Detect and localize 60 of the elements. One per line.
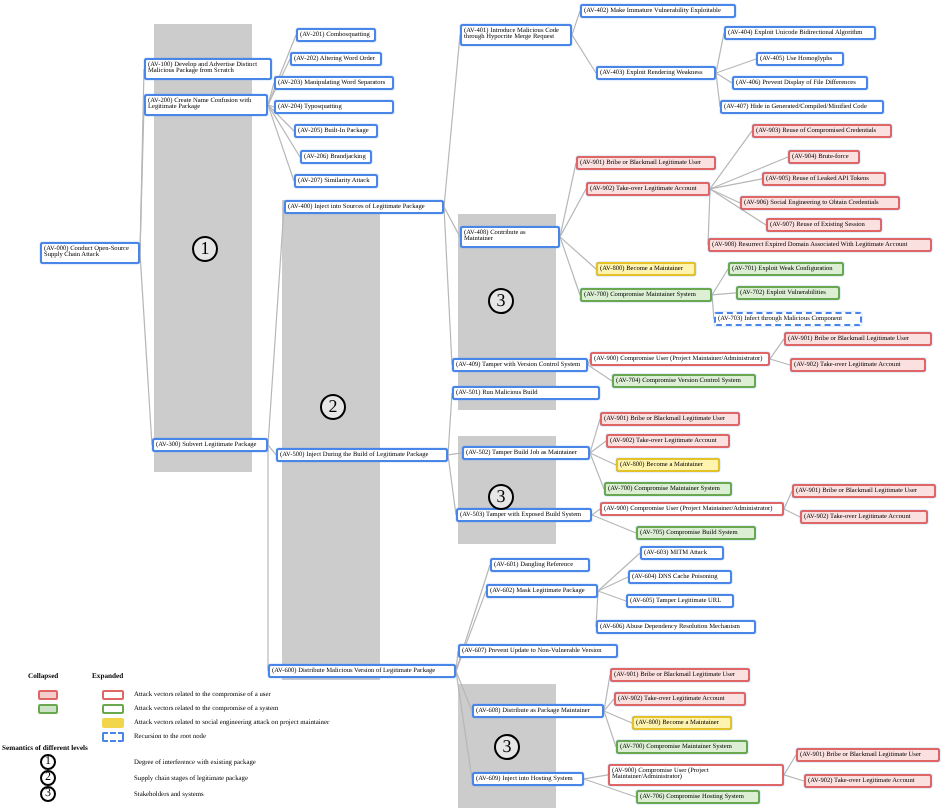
- connector-line: [559, 236, 581, 296]
- connector-line: [571, 34, 597, 74]
- connector-line: [709, 188, 741, 204]
- connector-line: [559, 162, 577, 238]
- connector-line: [267, 206, 285, 446]
- connector-line: [603, 674, 611, 712]
- connector-line: [591, 508, 601, 516]
- connector-line: [589, 440, 607, 454]
- connector-line: [603, 710, 617, 748]
- connector-line: [267, 444, 277, 456]
- connector-line: [603, 710, 633, 724]
- connector-line: [447, 452, 463, 456]
- connector-line: [583, 774, 609, 780]
- connector-line: [709, 156, 789, 190]
- connector-line: [769, 338, 785, 360]
- connector-line: [707, 188, 711, 246]
- connector-line: [715, 72, 721, 108]
- connector-line: [267, 104, 275, 108]
- connector-line: [715, 32, 725, 74]
- connector-line: [267, 82, 275, 106]
- connector-line: [443, 206, 461, 238]
- connector-line: [709, 130, 753, 190]
- connector-line: [709, 188, 767, 226]
- connector-line: [267, 104, 295, 182]
- connector-line: [587, 358, 591, 366]
- connector-line: [267, 104, 295, 132]
- connector-line: [783, 508, 801, 518]
- connector-line: [559, 236, 597, 270]
- connector-line: [715, 58, 757, 74]
- connector-line: [715, 72, 733, 84]
- connector-line: [267, 444, 269, 672]
- connector-line: [591, 514, 637, 534]
- connector-line: [597, 576, 629, 592]
- connector-line: [587, 364, 613, 382]
- connector-line: [711, 294, 715, 320]
- connector-line: [603, 698, 615, 712]
- connector-line: [443, 34, 461, 208]
- connector-line: [783, 774, 805, 782]
- connector-line: [559, 188, 587, 238]
- connector-line: [447, 392, 453, 456]
- connector-line: [711, 268, 729, 296]
- connector-line: [589, 452, 617, 466]
- connector-line: [595, 590, 599, 628]
- connector-line: [571, 10, 581, 36]
- connector-line: [597, 590, 627, 602]
- connector-line: [769, 358, 791, 366]
- connector-line: [711, 292, 737, 296]
- connector-line: [455, 670, 473, 712]
- connector-line: [709, 178, 763, 190]
- connector-line: [447, 454, 457, 516]
- connector-line: [589, 418, 601, 454]
- connector-line: [783, 490, 793, 510]
- connector-line: [589, 452, 605, 490]
- connector-line: [443, 206, 453, 366]
- connector-line: [455, 670, 473, 780]
- connector-line: [597, 552, 641, 592]
- connector-line: [267, 104, 301, 158]
- connector-line: [783, 754, 797, 776]
- connector-line: [583, 778, 637, 798]
- connector-line: [455, 650, 459, 672]
